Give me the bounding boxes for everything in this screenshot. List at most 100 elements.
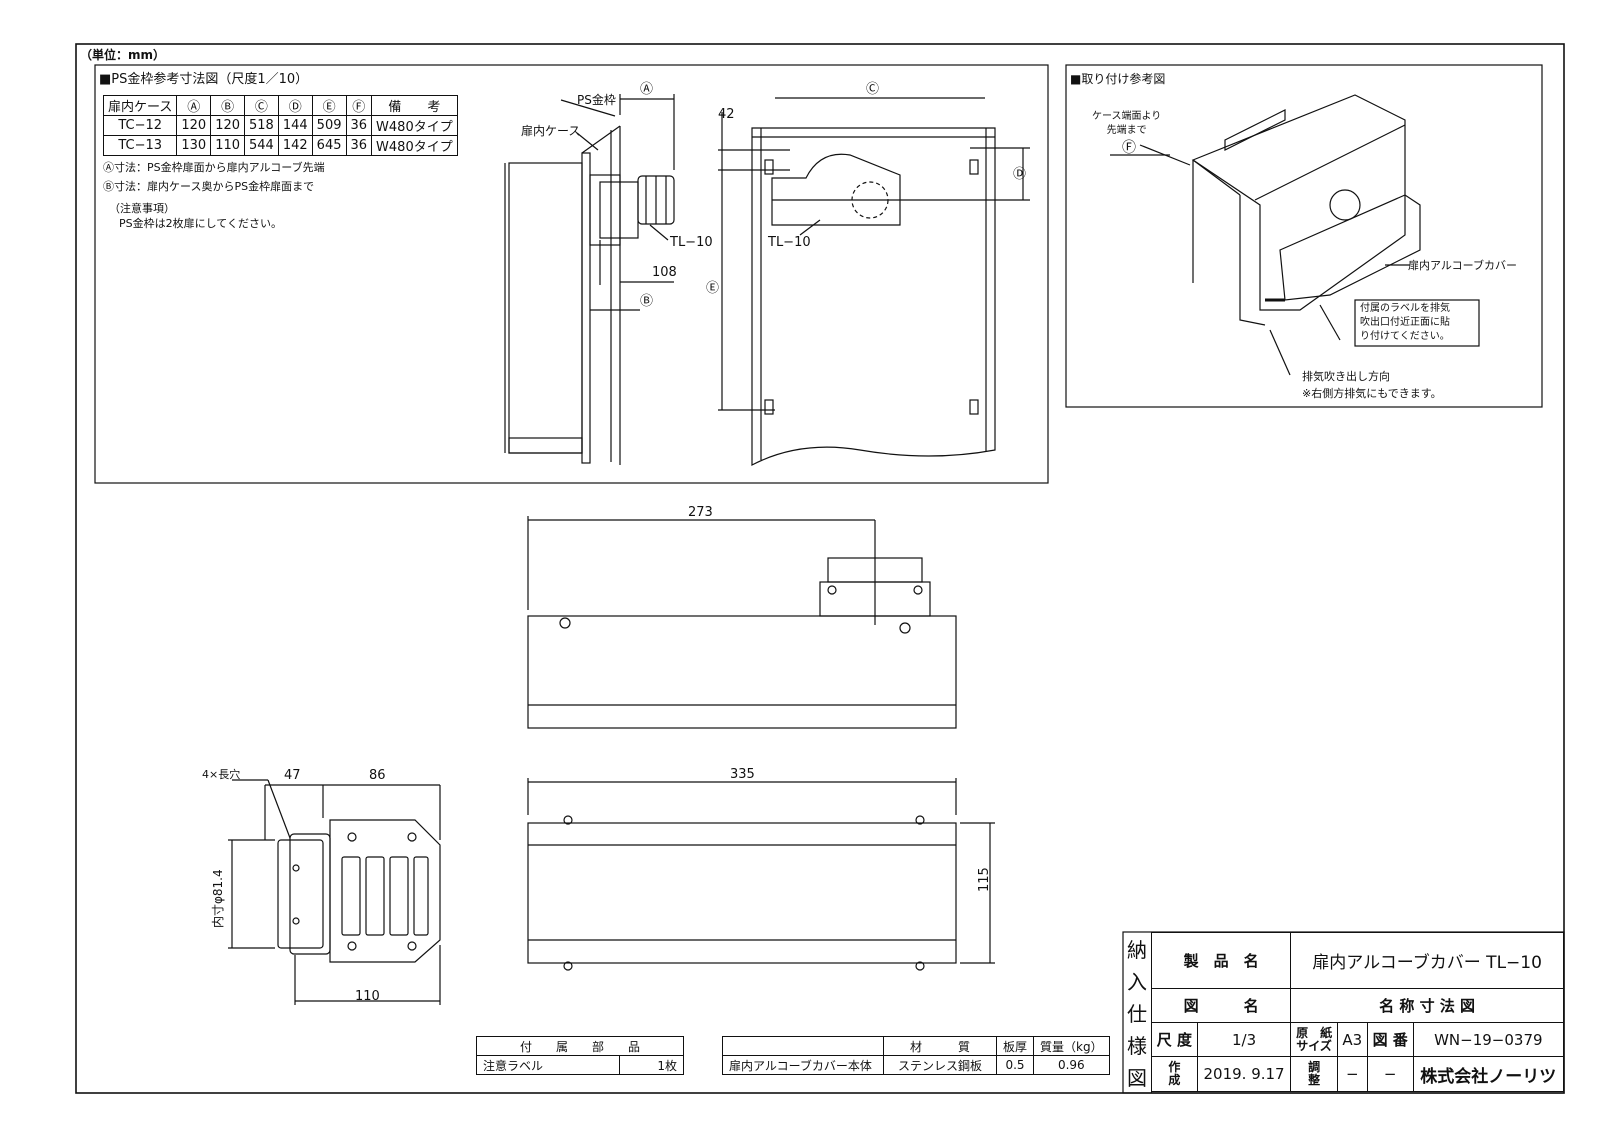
side-char: 様 <box>1127 1034 1147 1059</box>
install-section-title: ■取り付け参考図 <box>1070 72 1166 86</box>
table-cell: 0.96 <box>1033 1055 1110 1075</box>
table-header: Ⓑ <box>210 95 246 116</box>
table-cell: 645 <box>311 135 347 156</box>
ps-section-panel <box>94 64 1049 484</box>
dim-273: 273 <box>688 505 713 520</box>
table-cell: 36 <box>345 135 373 156</box>
case-edge-label: ケース端面より 先端まで <box>1092 111 1162 136</box>
table-header: 備 考 <box>371 95 458 116</box>
dim-a-label: Ⓐ <box>640 82 653 97</box>
table-header-row: 扉内ケース Ⓐ Ⓑ Ⓒ Ⓓ Ⓔ Ⓕ 備 考 <box>102 95 458 116</box>
table-cell: 144 <box>277 115 313 136</box>
table-header: Ⓓ <box>277 95 313 116</box>
scale-label: 尺 度 <box>1151 1022 1198 1057</box>
paper-value: A3 <box>1336 1022 1368 1057</box>
label-note: 付属のラベルを排気 吹出口付近正面に貼 り付けてください。 <box>1360 303 1450 342</box>
inner-dia-label: 内寸φ81.4 <box>211 869 225 928</box>
right-side-note: ※右側方排気にもできます。 <box>1302 386 1442 400</box>
dim-e-label: Ⓔ <box>706 281 719 296</box>
dim-c-label: Ⓒ <box>866 82 879 97</box>
table-cell: TC−12 <box>102 115 178 136</box>
side-char: 仕 <box>1127 1001 1147 1026</box>
table-header: 質量（kg） <box>1033 1036 1110 1056</box>
table-header <box>722 1036 884 1056</box>
dim-42-label: 42 <box>718 107 735 122</box>
company-name: 株式会社ノーリツ <box>1412 1056 1565 1092</box>
adjusted-value: − <box>1336 1056 1368 1092</box>
drawing-no: WN−19−0379 <box>1412 1022 1565 1057</box>
table-header: 扉内ケース <box>102 95 178 116</box>
created-date: 2019. 9.17 <box>1196 1056 1292 1092</box>
dim-f-label: Ⓕ <box>1122 140 1136 156</box>
ps-dimension-table: 扉内ケース Ⓐ Ⓑ Ⓒ Ⓓ Ⓔ Ⓕ 備 考 TC−12 120 120 518 … <box>102 95 458 156</box>
accessory-table: 付 属 部 品 注意ラベル 1枚 <box>475 1036 684 1075</box>
exhaust-dir-label: 排気吹き出し方向 <box>1302 369 1390 383</box>
table-cell: 142 <box>277 135 313 156</box>
dim-335: 335 <box>730 767 755 782</box>
title-block-side-label: 納 入 仕 様 図 <box>1123 932 1152 1093</box>
table-row: 扉内アルコーブカバー本体 ステンレス鋼板 0.5 0.96 <box>722 1055 1110 1075</box>
dim-b-label: Ⓑ <box>640 294 653 309</box>
sheet-border <box>75 43 1565 1094</box>
table-header: Ⓒ <box>244 95 279 116</box>
table-cell: 518 <box>244 115 279 136</box>
ps-side-view <box>504 94 675 465</box>
adjusted-no: − <box>1366 1056 1414 1092</box>
table-cell: 544 <box>244 135 279 156</box>
dim-47: 47 <box>284 768 301 783</box>
accessory-header: 付 属 部 品 <box>476 1036 684 1056</box>
tl10-front-label: TL−10 <box>767 235 811 250</box>
unit-label: （単位：mm） <box>80 48 166 62</box>
product-name: 扉内アルコーブカバー TL−10 <box>1290 932 1564 989</box>
drawing-no-label: 図 番 <box>1366 1022 1414 1057</box>
drawing-name-label: 図 名 <box>1150 988 1292 1023</box>
table-cell: 120 <box>210 115 246 136</box>
table-row: 注意ラベル 1枚 <box>475 1055 684 1075</box>
title-block: 製 品 名 扉内アルコーブカバー TL−10 図 名 名 称 寸 法 図 尺 度… <box>1150 932 1565 1092</box>
table-cell: 509 <box>311 115 347 136</box>
material-table: 材 質 板厚 質量（kg） 扉内アルコーブカバー本体 ステンレス鋼板 0.5 0… <box>722 1036 1110 1075</box>
table-cell: TC−13 <box>102 135 178 156</box>
table-header: Ⓕ <box>345 95 373 116</box>
dim-115: 115 <box>977 867 992 892</box>
table-cell: 0.5 <box>995 1055 1035 1075</box>
table-row: TC−12 120 120 518 144 509 36 W480タイプ <box>102 115 458 136</box>
table-header: 板厚 <box>995 1036 1035 1056</box>
side-char: 図 <box>1127 1066 1147 1091</box>
dim-86: 86 <box>369 768 386 783</box>
ps-frame-label: PS金枠 <box>577 92 616 107</box>
table-cell: ステンレス鋼板 <box>883 1055 997 1075</box>
dim-108-label: 108 <box>652 265 677 280</box>
cover-label: 扉内アルコーブカバー <box>1408 258 1517 272</box>
side-char: 入 <box>1127 969 1147 994</box>
table-cell: W480タイプ <box>371 115 458 136</box>
side-char: 納 <box>1127 937 1147 962</box>
dim-d-label: Ⓓ <box>1013 167 1026 182</box>
table-header: 材 質 <box>883 1036 997 1056</box>
table-header: Ⓐ <box>176 95 212 116</box>
tl10-side-label: TL−10 <box>669 235 713 250</box>
table-cell: 36 <box>345 115 373 136</box>
product-name-label: 製 品 名 <box>1150 932 1292 989</box>
created-label: 作 成 <box>1151 1056 1198 1092</box>
table-header: Ⓔ <box>311 95 347 116</box>
install-section-panel <box>1065 64 1543 408</box>
drawing-name: 名 称 寸 法 図 <box>1290 988 1564 1023</box>
table-cell: W480タイプ <box>371 135 458 156</box>
table-cell: 注意ラベル <box>475 1055 621 1075</box>
paper-label: 原 紙 サイズ <box>1290 1022 1338 1057</box>
front-view <box>527 778 995 971</box>
scale-value: 1/3 <box>1196 1022 1292 1057</box>
side-view <box>228 779 441 1005</box>
top-view <box>527 516 957 729</box>
adjusted-label: 調 整 <box>1290 1056 1338 1092</box>
table-cell: 110 <box>210 135 246 156</box>
install-isometric <box>1110 94 1480 376</box>
table-row: TC−13 130 110 544 142 645 36 W480タイプ <box>102 135 458 156</box>
table-cell: 130 <box>176 135 212 156</box>
table-cell: 120 <box>176 115 212 136</box>
caution-text: PS金枠は2枚扉にしてください。 <box>119 217 282 230</box>
door-case-label: 扉内ケース <box>521 124 580 138</box>
caution-title: （注意事項） <box>109 202 175 215</box>
